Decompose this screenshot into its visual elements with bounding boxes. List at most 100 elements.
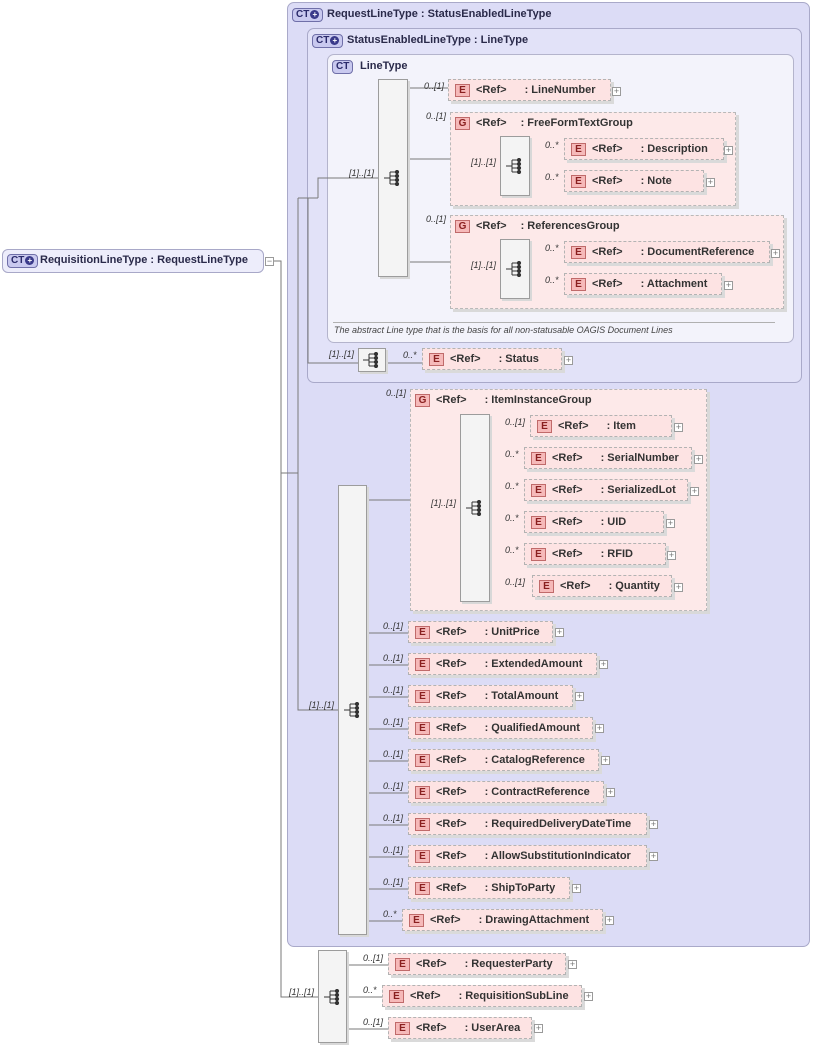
collapse-icon[interactable]: − <box>265 256 274 266</box>
element-badge: E <box>429 352 444 366</box>
expand-icon[interactable]: + <box>555 627 564 637</box>
element-total-amount[interactable]: E<Ref>: TotalAmount <box>408 685 573 707</box>
element-contract-reference[interactable]: E<Ref>: ContractReference <box>408 781 604 803</box>
expand-icon[interactable]: + <box>690 486 699 496</box>
group-header: G<Ref>: FreeFormTextGroup <box>455 116 637 130</box>
element-badge: E <box>395 957 410 971</box>
expand-icon[interactable]: + <box>572 883 581 893</box>
element-badge: E <box>415 721 430 735</box>
element-cardinality: 0..[1] <box>383 813 404 823</box>
element-catalog-reference[interactable]: E<Ref>: CatalogReference <box>408 749 599 771</box>
references-sequence[interactable] <box>500 239 530 299</box>
group-cardinality: 0..[1] <box>426 214 447 224</box>
group-cardinality: 0..[1] <box>426 111 447 121</box>
element-unit-price[interactable]: E<Ref>: UnitPrice <box>408 621 553 643</box>
element-cardinality: 0..* <box>545 172 559 182</box>
request-line-sequence[interactable] <box>338 485 367 935</box>
element-serialized-lot[interactable]: E<Ref>: SerializedLot <box>524 479 688 501</box>
sequence-cardinality: [1]..[1] <box>471 260 497 270</box>
sequence-cardinality: [1]..[1] <box>349 168 375 178</box>
expand-icon[interactable]: + <box>649 851 658 861</box>
expand-icon[interactable]: + <box>706 177 715 187</box>
requisition-line-type-box[interactable] <box>2 249 264 273</box>
element-status[interactable]: E<Ref>: Status <box>422 348 562 370</box>
element-line-number[interactable]: E<Ref>: LineNumber <box>448 79 611 101</box>
status-enabled-line-type-title: StatusEnabledLineType : LineType <box>347 34 529 46</box>
element-quantity[interactable]: E<Ref>: Quantity <box>532 575 672 597</box>
element-requisition-sub-line[interactable]: E<Ref>: RequisitionSubLine <box>382 985 582 1007</box>
group-header: G<Ref>: ItemInstanceGroup <box>415 393 596 407</box>
status-sequence[interactable] <box>358 348 386 372</box>
expand-icon[interactable]: + <box>599 659 608 669</box>
element-uid[interactable]: E<Ref>: UID <box>524 511 664 533</box>
element-cardinality: 0..* <box>505 449 519 459</box>
element-rfid[interactable]: E<Ref>: RFID <box>524 543 666 565</box>
element-badge: E <box>455 83 470 97</box>
element-required-delivery-date-time[interactable]: E<Ref>: RequiredDeliveryDateTime <box>408 813 647 835</box>
expand-icon[interactable]: + <box>601 755 610 765</box>
sequence-cardinality: [1]..[1] <box>309 700 335 710</box>
expand-icon[interactable]: + <box>724 145 733 155</box>
element-cardinality: 0..[1] <box>383 749 404 759</box>
element-cardinality: 0..* <box>403 350 417 360</box>
element-requester-party[interactable]: E<Ref>: RequesterParty <box>388 953 566 975</box>
expand-icon[interactable]: + <box>771 248 780 258</box>
element-badge: E <box>415 849 430 863</box>
element-serial-number[interactable]: E<Ref>: SerialNumber <box>524 447 692 469</box>
element-cardinality: 0..* <box>505 545 519 555</box>
free-form-sequence[interactable] <box>500 136 530 196</box>
element-badge: E <box>571 245 586 259</box>
element-document-reference[interactable]: E<Ref>: DocumentReference <box>564 241 770 263</box>
ct-badge: CT+ <box>312 34 344 48</box>
element-cardinality: 0..[1] <box>383 653 404 663</box>
element-drawing-attachment[interactable]: E<Ref>: DrawingAttachment <box>402 909 603 931</box>
expand-icon[interactable]: + <box>724 280 733 290</box>
group-badge: G <box>415 393 430 407</box>
expand-icon[interactable]: + <box>667 550 676 560</box>
expand-icon[interactable]: + <box>649 819 658 829</box>
element-item[interactable]: E<Ref>: Item <box>530 415 672 437</box>
expand-icon[interactable]: + <box>534 1023 543 1033</box>
expand-icon[interactable]: + <box>694 454 703 464</box>
sequence-cardinality: [1]..[1] <box>329 349 355 359</box>
expand-icon[interactable]: + <box>605 915 614 925</box>
element-badge: E <box>539 579 554 593</box>
expand-icon[interactable]: + <box>612 86 621 96</box>
element-allow-substitution-indicator[interactable]: E<Ref>: AllowSubstitutionIndicator <box>408 845 647 867</box>
element-cardinality: 0..[1] <box>505 417 526 427</box>
expand-icon[interactable]: + <box>564 355 573 365</box>
element-qualified-amount[interactable]: E<Ref>: QualifiedAmount <box>408 717 593 739</box>
element-ship-to-party[interactable]: E<Ref>: ShipToParty <box>408 877 570 899</box>
item-instance-sequence[interactable] <box>460 414 490 602</box>
element-user-area[interactable]: E<Ref>: UserArea <box>388 1017 532 1039</box>
element-badge: E <box>415 625 430 639</box>
element-cardinality: 0..[1] <box>505 577 526 587</box>
element-attachment[interactable]: E<Ref>: Attachment <box>564 273 722 295</box>
element-cardinality: 0..* <box>545 243 559 253</box>
expand-icon[interactable]: + <box>606 787 615 797</box>
element-badge: E <box>571 142 586 156</box>
group-cardinality: 0..[1] <box>386 388 407 398</box>
element-note[interactable]: E<Ref>: Note <box>564 170 704 192</box>
expand-icon[interactable]: + <box>584 991 593 1001</box>
element-extended-amount[interactable]: E<Ref>: ExtendedAmount <box>408 653 597 675</box>
requisition-line-sequence[interactable] <box>318 950 347 1043</box>
expand-icon[interactable]: + <box>575 691 584 701</box>
element-badge: E <box>571 174 586 188</box>
element-cardinality: 0..[1] <box>383 781 404 791</box>
line-type-sequence[interactable] <box>378 79 408 277</box>
element-badge: E <box>415 817 430 831</box>
element-badge: E <box>415 689 430 703</box>
request-line-type-title: RequestLineType : StatusEnabledLineType <box>327 8 552 20</box>
expand-icon[interactable]: + <box>674 422 683 432</box>
line-type-annotation: The abstract Line type that is the basis… <box>334 325 673 335</box>
sequence-cardinality: [1]..[1] <box>471 157 497 167</box>
element-cardinality: 0..[1] <box>383 621 404 631</box>
expand-icon[interactable]: + <box>674 582 683 592</box>
expand-icon[interactable]: + <box>595 723 604 733</box>
group-badge: G <box>455 116 470 130</box>
ct-badge: CT <box>332 60 354 74</box>
element-description[interactable]: E<Ref>: Description <box>564 138 724 160</box>
expand-icon[interactable]: + <box>568 959 577 969</box>
expand-icon[interactable]: + <box>666 518 675 528</box>
